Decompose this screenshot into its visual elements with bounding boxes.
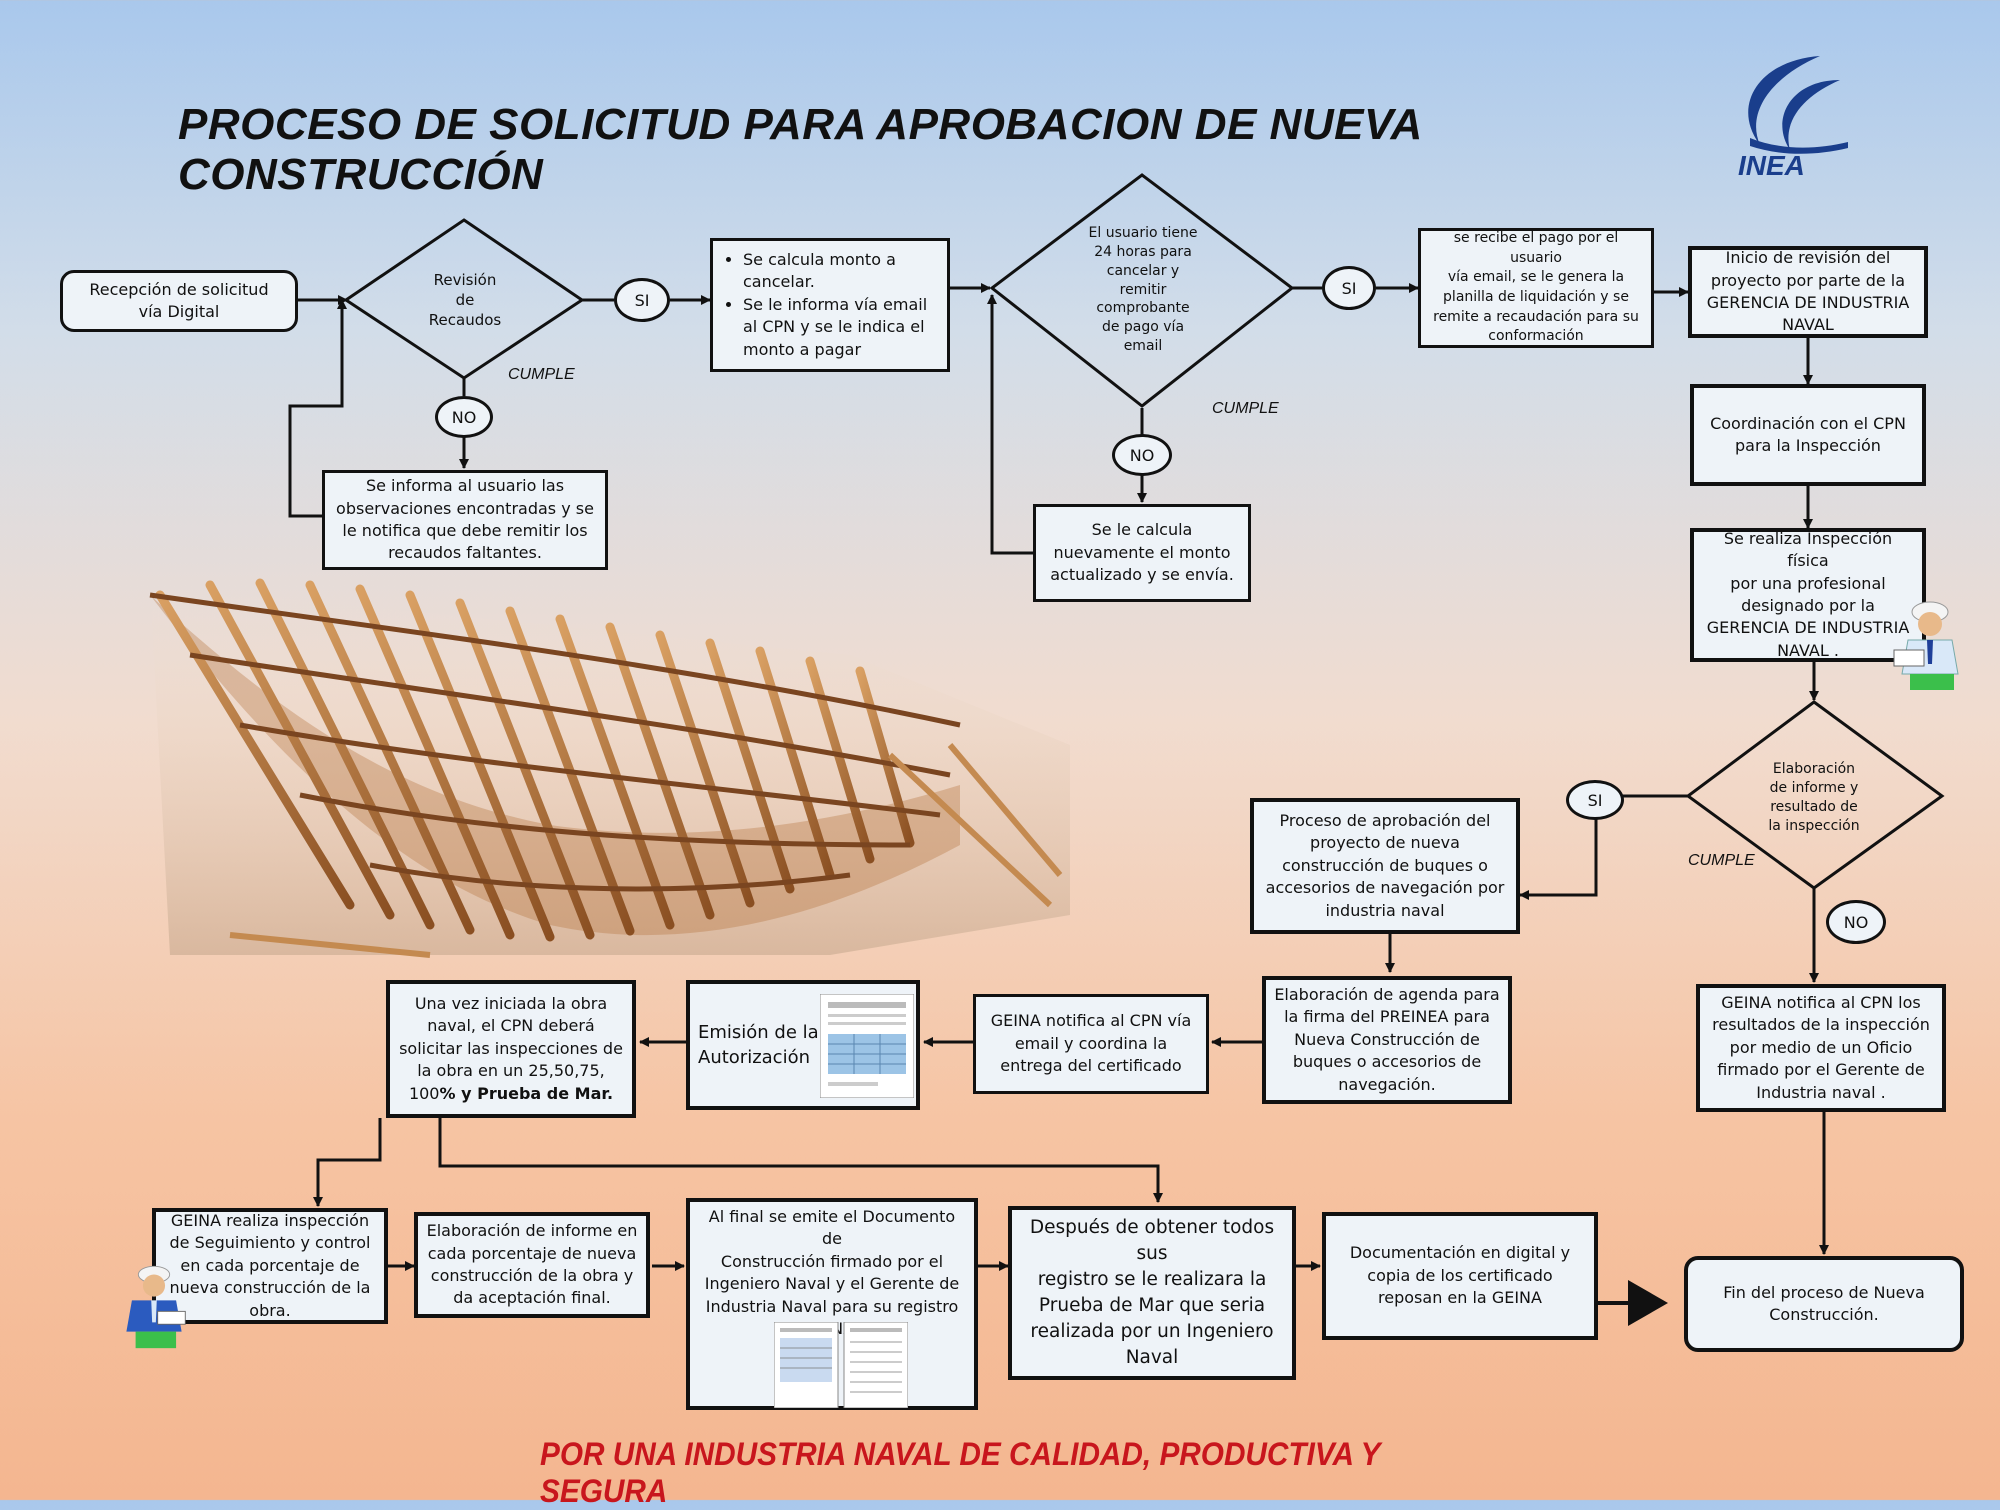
node-agenda: Elaboración de agenda para la firma del … — [1262, 976, 1512, 1104]
node-geina-notifica-cpn-text: GEINA notifica al CPN vía email y coordi… — [990, 1011, 1192, 1076]
obra-iniciada-text-main: Una vez iniciada la obra naval, el CPN d… — [399, 994, 623, 1103]
node-proceso-aprobacion-text: Proceso de aprobación del proyecto de nu… — [1265, 811, 1505, 920]
node-geina-resultados-text: GEINA notifica al CPN los resultados de … — [1712, 993, 1930, 1102]
connector-no-1: NO — [435, 396, 493, 438]
inspector-figure-left — [108, 1254, 200, 1358]
node-calcula-monto: Se calcula monto a cancelar. Se le infor… — [710, 238, 950, 372]
node-usuario-24h-text: El usuario tiene 24 horas para cancelar … — [1088, 224, 1198, 355]
node-observaciones-text: Se informa al usuario las observaciones … — [336, 476, 594, 563]
connector-si-1: SI — [614, 278, 670, 322]
inspector-icon — [1893, 601, 1959, 690]
node-informe-porcentaje: Elaboración de informe en cada porcentaj… — [414, 1212, 650, 1318]
connector-si-2: SI — [1322, 266, 1376, 310]
node-documentacion: Documentación en digital y copia de los … — [1322, 1212, 1598, 1340]
node-inspeccion-fisica: Se realiza Inspección física por una pro… — [1690, 528, 1926, 662]
calcula-monto-item-2: Se le informa vía email al CPN y se le i… — [743, 294, 939, 361]
node-elaboracion-informe-text: Elaboración de informe y resultado de la… — [1768, 761, 1860, 834]
node-revision-recaudos-text: Revisión de Recaudos — [428, 270, 502, 330]
node-coordinacion-text: Coordinación con el CPN para la Inspecci… — [1710, 413, 1906, 455]
node-inicio-revision: Inicio de revisión del proyecto por part… — [1688, 246, 1928, 338]
node-geina-seguimiento-text: GEINA realiza inspección de Seguimiento … — [169, 1211, 371, 1320]
node-recibe-pago-text: se recibe el pago por el usuario vía ema… — [1433, 230, 1639, 345]
ship-hull-image — [130, 575, 1070, 969]
inea-logo-icon: INEA — [1738, 56, 1848, 181]
node-inspeccion-fisica-text: Se realiza Inspección física por una pro… — [1706, 528, 1910, 660]
inspector-icon-left — [126, 1265, 186, 1349]
node-recepcion: Recepción de solicitud vía Digital — [60, 270, 298, 332]
inea-logo: INEA — [1720, 50, 1860, 184]
node-geina-seguimiento: GEINA realiza inspección de Seguimiento … — [152, 1208, 388, 1324]
node-agenda-text: Elaboración de agenda para la firma del … — [1274, 985, 1500, 1094]
node-documento-construccion-text: Al final se emite el Documento de Constr… — [704, 1207, 960, 1338]
node-obra-iniciada-text: Una vez iniciada la obra naval, el CPN d… — [399, 993, 623, 1105]
node-geina-notifica-cpn: GEINA notifica al CPN vía email y coordi… — [973, 994, 1209, 1094]
inspector-figure-right — [1880, 592, 1980, 696]
connector-no-3: NO — [1826, 900, 1886, 944]
calcula-monto-item-1: Se calcula monto a cancelar. — [743, 249, 939, 294]
obra-iniciada-text-bold: % y Prueba de Mar. — [439, 1083, 614, 1103]
inea-logo-text: INEA — [1738, 150, 1805, 180]
node-fin-text: Fin del proceso de Nueva Construcción. — [1723, 1282, 1925, 1324]
label-cumple-1: CUMPLE — [508, 366, 575, 383]
big-arrow-to-fin — [1598, 1280, 1668, 1326]
node-recalcula: Se le calcula nuevamente el monto actual… — [1033, 504, 1251, 602]
label-cumple-2: CUMPLE — [1212, 400, 1279, 417]
node-emision: Emisión de la Autorización — [686, 980, 920, 1110]
node-recepcion-text: Recepción de solicitud vía Digital — [89, 279, 269, 321]
connector-no-2: NO — [1112, 434, 1172, 476]
diamond-usuario-24h — [989, 173, 1295, 408]
node-despues-registros-text: Después de obtener todos sus registro se… — [1029, 1217, 1275, 1368]
diamond-elaboracion-informe — [1685, 700, 1945, 890]
node-proceso-aprobacion: Proceso de aprobación del proyecto de nu… — [1250, 798, 1520, 934]
footer-slogan: POR UNA INDUSTRIA NAVAL DE CALIDAD, PROD… — [540, 1436, 1380, 1509]
page-title: PROCESO DE SOLICITUD PARA APROBACION DE … — [178, 100, 1422, 199]
connector-si-3: SI — [1566, 780, 1624, 820]
node-documento-construccion: Al final se emite el Documento de Constr… — [686, 1198, 978, 1410]
node-despues-registros: Después de obtener todos sus registro se… — [1008, 1206, 1296, 1380]
node-recalcula-text: Se le calcula nuevamente el monto actual… — [1050, 520, 1234, 585]
node-informe-porcentaje-text: Elaboración de informe en cada porcentaj… — [426, 1221, 638, 1308]
node-obra-iniciada: Una vez iniciada la obra naval, el CPN d… — [386, 980, 636, 1118]
node-inicio-revision-text: Inicio de revisión del proyecto por part… — [1706, 248, 1910, 335]
node-documentacion-text: Documentación en digital y copia de los … — [1349, 1243, 1571, 1308]
calcula-monto-list: Se calcula monto a cancelar. Se le infor… — [721, 249, 939, 361]
diamond-revision-recaudos — [343, 218, 585, 380]
node-fin: Fin del proceso de Nueva Construcción. — [1684, 1256, 1964, 1352]
node-emision-text: Emisión de la Autorización — [698, 1021, 819, 1068]
node-observaciones: Se informa al usuario las observaciones … — [322, 470, 608, 570]
node-recibe-pago: se recibe el pago por el usuario vía ema… — [1418, 228, 1654, 348]
authorization-document-icon — [820, 994, 914, 1098]
label-cumple-3: CUMPLE — [1688, 852, 1755, 869]
node-coordinacion: Coordinación con el CPN para la Inspecci… — [1690, 384, 1926, 486]
node-geina-resultados: GEINA notifica al CPN los resultados de … — [1696, 984, 1946, 1112]
wooden-ship-icon — [149, 578, 1070, 958]
renave-documents-icon — [774, 1322, 908, 1408]
